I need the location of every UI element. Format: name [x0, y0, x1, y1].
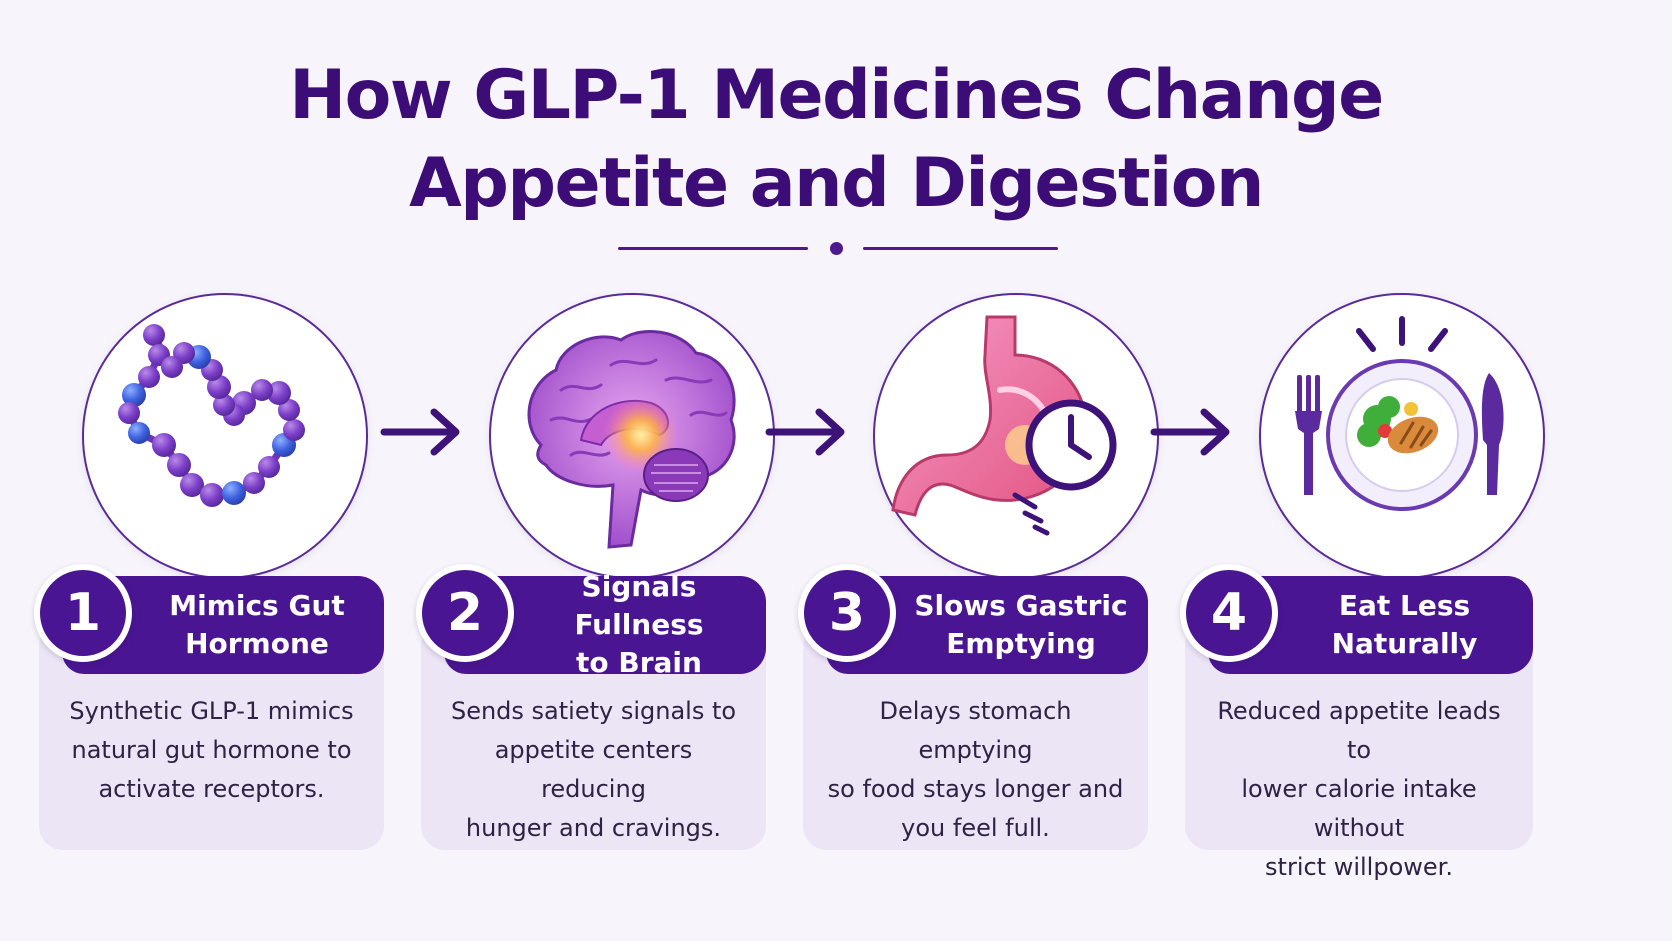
- step-2-number-badge: 2: [416, 564, 514, 662]
- step-1-title: Mimics Gut Hormone: [169, 589, 345, 660]
- title-divider: [618, 238, 1058, 258]
- arrow-right-icon: [765, 408, 845, 456]
- title-line-1: How GLP-1 Medicines Change: [289, 56, 1384, 135]
- page-title: How GLP-1 Medicines Change Appetite and …: [0, 52, 1672, 228]
- step-3-title: Slows Gastric Emptying: [914, 589, 1128, 660]
- stomach-clock-icon: [891, 315, 1117, 536]
- step-2-description: Sends satiety signals to appetite center…: [450, 697, 737, 842]
- arrow-right-icon: [1150, 408, 1230, 456]
- step-4-number-badge: 4: [1180, 564, 1278, 662]
- plate-utensils-icon: [1295, 316, 1504, 511]
- step-3-illustration: [873, 293, 1159, 579]
- step-3-number-badge: 3: [798, 564, 896, 662]
- step-2-title: Signals Fullness to Brain: [574, 570, 704, 679]
- step-1-description: Synthetic GLP-1 mimics natural gut hormo…: [69, 697, 354, 803]
- divider-line-right: [863, 247, 1058, 250]
- step-3-description: Delays stomach emptying so food stays lo…: [827, 697, 1124, 842]
- divider-line-left: [618, 247, 808, 250]
- title-line-2: Appetite and Digestion: [409, 144, 1264, 223]
- step-4-description: Reduced appetite leads to lower calorie …: [1217, 697, 1501, 881]
- step-1-illustration: [82, 293, 368, 579]
- step-4-illustration: [1259, 293, 1545, 579]
- arrow-right-icon: [380, 408, 460, 456]
- molecule-icon: [118, 324, 305, 507]
- step-2-illustration: [489, 293, 775, 579]
- step-1-number-badge: 1: [34, 564, 132, 662]
- brain-icon: [527, 329, 736, 549]
- divider-dot: [830, 242, 843, 255]
- step-4-title: Eat Less Naturally: [1331, 589, 1478, 660]
